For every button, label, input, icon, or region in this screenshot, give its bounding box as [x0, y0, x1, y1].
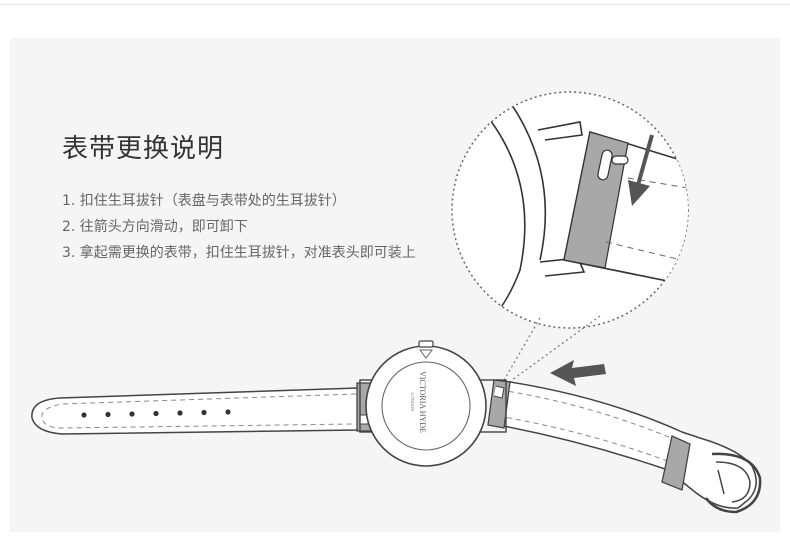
- zoom-lug-top: [537, 121, 583, 141]
- buckle-tongue: [717, 469, 725, 495]
- step-1: 1. 扣住生耳拔针（表盘与表带处的生耳拔针）: [62, 193, 346, 209]
- strap-keeper: [661, 435, 691, 491]
- buckle-inner: [715, 461, 751, 503]
- watch-index-marker: [419, 349, 433, 359]
- right-spring-bar: [487, 379, 511, 429]
- zoom-case-arc-inner: [504, 94, 547, 261]
- watch-dial: [381, 361, 471, 451]
- buckle: [704, 452, 762, 514]
- right-strap: [492, 379, 757, 509]
- zoom-down-arrow: [628, 134, 654, 206]
- left-strap: [31, 387, 359, 435]
- watch-crown: [418, 340, 434, 348]
- right-strap-stitch-bottom: [497, 415, 671, 463]
- watch: VICTORIA HYDE LONDON: [31, 340, 762, 514]
- zoom-connector-right: [511, 315, 601, 381]
- instruction-steps: 1. 扣住生耳拔针（表盘与表带处的生耳拔针） 2. 往箭头方向滑动，即可卸下 3…: [62, 188, 416, 266]
- zoom-stitch-bottom: [605, 241, 688, 263]
- zoom-spring-bar: [563, 131, 629, 269]
- step-2: 2. 往箭头方向滑动，即可卸下: [62, 219, 248, 235]
- slide-arrow: [550, 360, 606, 386]
- step-3: 3. 拿起需更换的表带，扣住生耳拔针，对准表头即可装上: [62, 245, 416, 261]
- top-divider: [0, 4, 790, 5]
- zoom-pin-slot: [597, 149, 613, 181]
- zoom-pin-tab: [611, 155, 629, 165]
- watch-city: LONDON: [410, 393, 415, 413]
- zoom-detail: [451, 91, 689, 329]
- watch-brand: VICTORIA HYDE: [418, 371, 427, 433]
- right-pin-tab: [493, 385, 505, 399]
- zoom-connector-left: [502, 317, 541, 383]
- right-strap-stitch-top: [499, 389, 677, 441]
- strap-holes: [81, 409, 231, 418]
- page-title: 表带更换说明: [62, 134, 225, 164]
